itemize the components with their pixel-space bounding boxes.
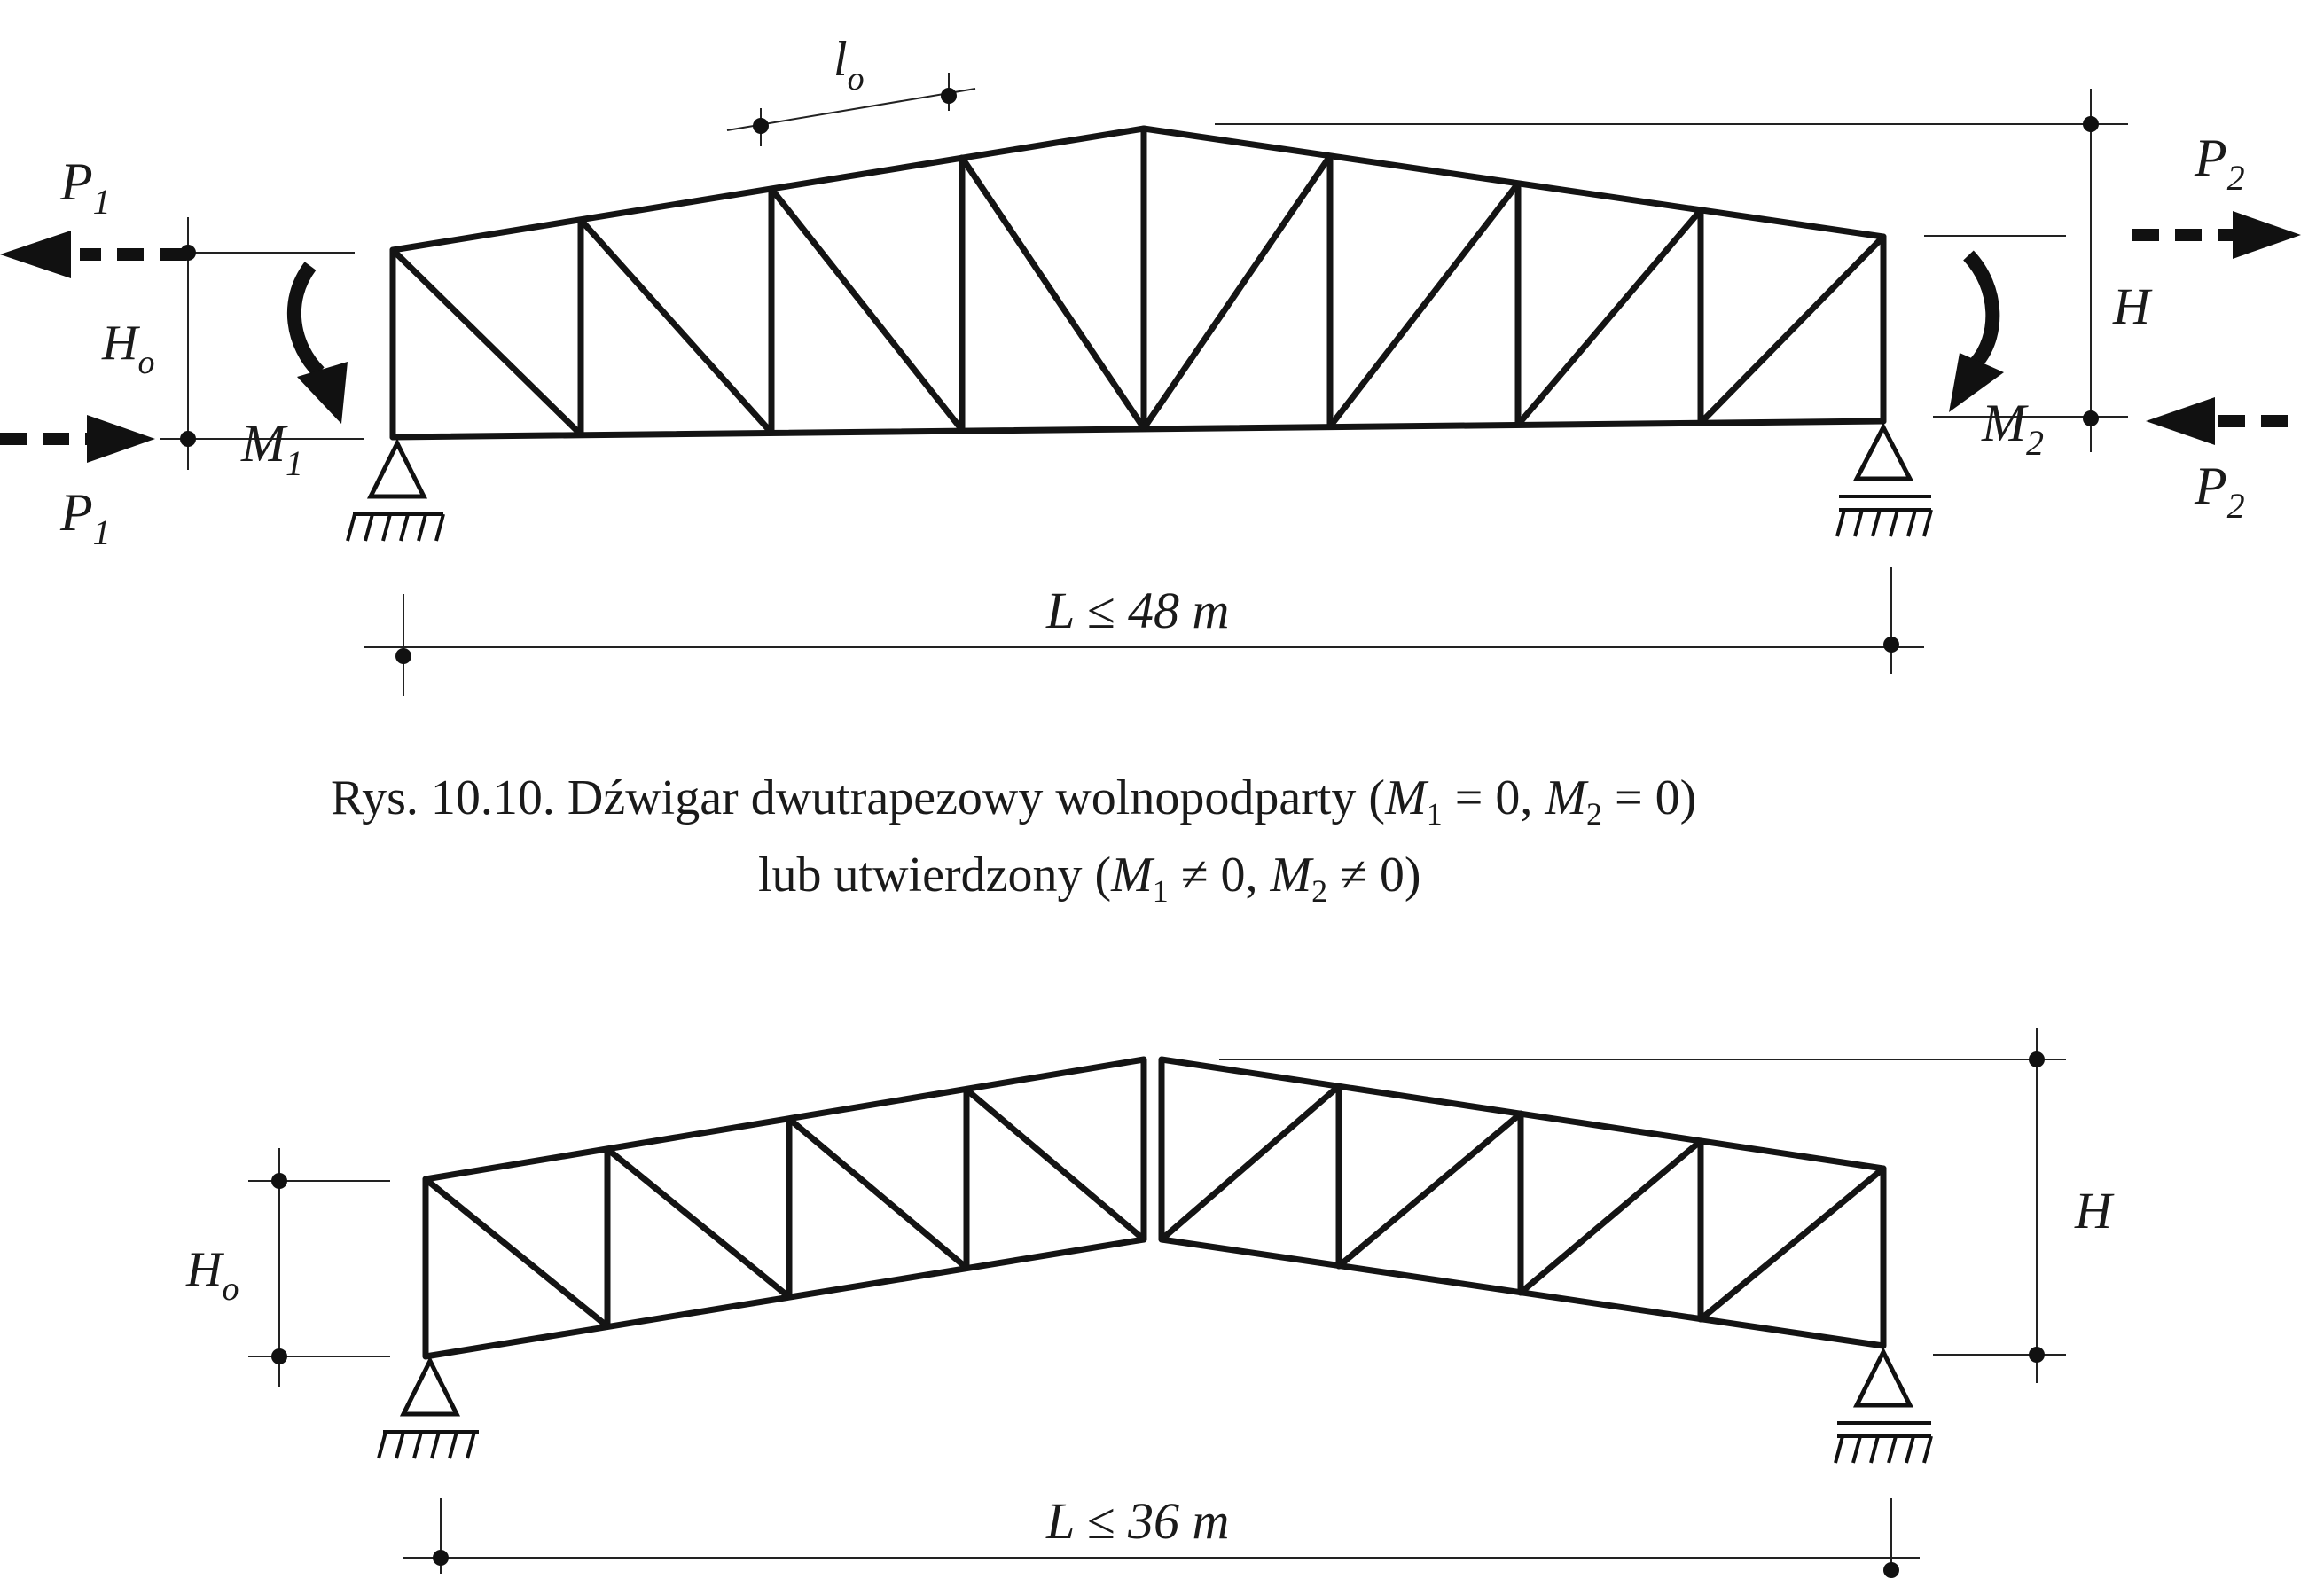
span-dimension-top xyxy=(364,567,1924,696)
force-P2-bottom-label: P2 xyxy=(2194,457,2245,526)
moment-M2-label: M2 xyxy=(1981,394,2044,463)
top-truss-diagonal xyxy=(1514,207,1704,428)
ridge-height-label: H xyxy=(2112,277,2153,335)
top-truss-diagonal xyxy=(768,185,966,434)
force-P1-bottom-label: P1 xyxy=(59,483,111,552)
top-truss-diagonal xyxy=(959,154,1147,432)
end-height-label: Ho xyxy=(101,316,154,381)
left-pin-support-top xyxy=(346,438,445,542)
end-height-dimension-bottom xyxy=(248,1148,390,1387)
force-P2-bottom-arrow xyxy=(2146,397,2288,445)
top-truss-diagonal xyxy=(1326,180,1522,430)
panel-length-label: lo xyxy=(833,32,865,98)
ridge-height-label-bottom: H xyxy=(2074,1182,2115,1239)
span-label-bottom: L ≤ 36 m xyxy=(1045,1492,1229,1550)
right-roller-support-top xyxy=(1835,422,1933,537)
ridge-height-dimension xyxy=(1215,89,2128,452)
left-pin-support-bottom xyxy=(377,1356,479,1459)
force-P2-top-arrow xyxy=(2132,211,2301,259)
force-P2-top-label: P2 xyxy=(2194,129,2245,198)
span-dimension-bottom xyxy=(403,1498,1920,1578)
panel-length-dimension xyxy=(726,73,976,146)
moment-M1-label: M1 xyxy=(240,414,303,483)
ridge-height-dimension-bottom xyxy=(1219,1028,2066,1383)
right-roller-support-bottom xyxy=(1834,1347,1933,1464)
bottom-truss-left-half xyxy=(422,1056,1147,1360)
force-P1-top-label: P1 xyxy=(59,152,111,222)
top-truss xyxy=(389,125,1887,441)
top-truss-diagonal xyxy=(1140,152,1334,432)
end-height-label-bottom: Ho xyxy=(185,1242,239,1308)
moment-M2-arrow xyxy=(1949,250,2004,412)
caption-line-1: Rys. 10.10. Dźwigar dwutrapezowy wolnopo… xyxy=(331,770,1696,832)
span-label-top: L ≤ 48 m xyxy=(1045,582,1229,639)
bottom-truss-right-half xyxy=(1158,1056,1887,1349)
top-truss-diagonal xyxy=(1697,233,1887,426)
caption-line-2: lub utwierdzony (M1 ≠ 0, M2 ≠ 0) xyxy=(758,848,1421,909)
top-truss-top-chord xyxy=(389,125,1887,254)
force-P1-top-arrow xyxy=(0,231,186,278)
top-truss-diagonal xyxy=(577,216,775,436)
top-truss-diagonal xyxy=(389,246,584,438)
top-truss-bottom-chord xyxy=(389,418,1887,441)
force-P1-bottom-arrow xyxy=(0,415,155,463)
moment-M1-arrow xyxy=(286,262,348,424)
